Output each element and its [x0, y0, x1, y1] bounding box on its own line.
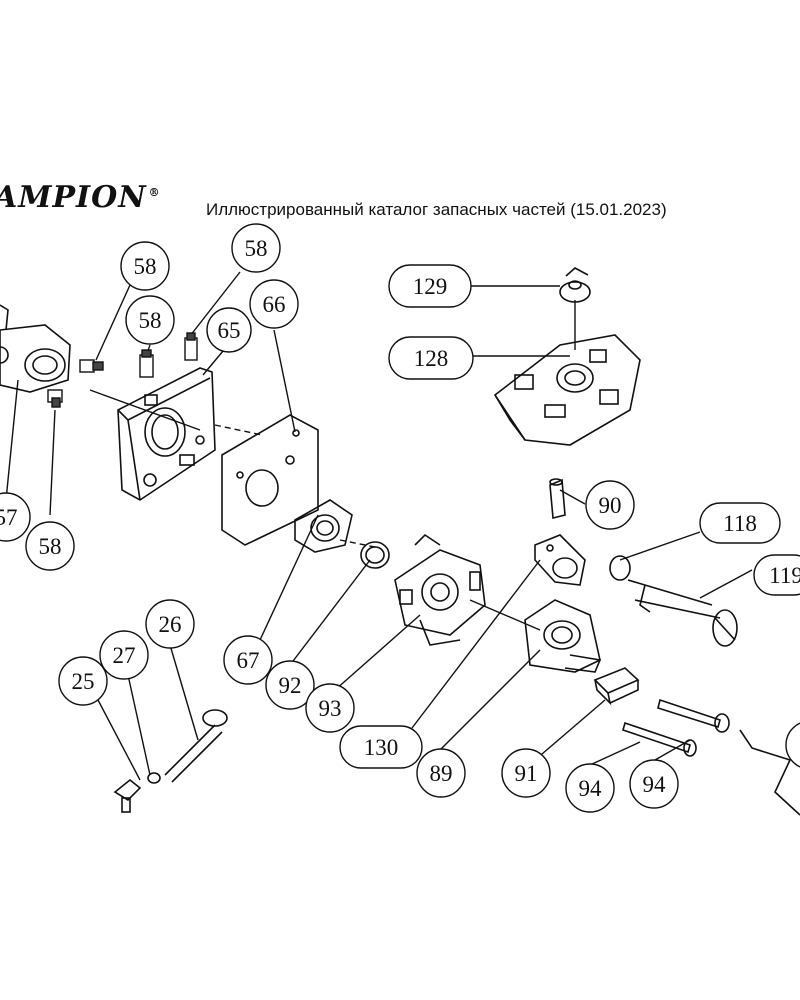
callout-27 [99, 630, 149, 680]
brand-logo: AMPION® [0, 180, 161, 215]
callout-93-label: 93 [319, 696, 342, 721]
callout-130-label: 130 [364, 735, 399, 760]
callout-25 [58, 656, 108, 706]
gasket-66 [221, 414, 319, 546]
callout-25-label: 25 [72, 669, 95, 694]
callout-58-b-label: 58 [139, 308, 162, 333]
callout-26 [145, 599, 195, 649]
bolt-94 [622, 698, 730, 757]
pipe-90 [549, 478, 566, 520]
callout-94-b [629, 759, 679, 809]
nut-129 [559, 267, 591, 303]
callout-58-e-label: 58 [39, 534, 62, 559]
callout-119-label: 119 [769, 563, 800, 588]
foam-91 [593, 667, 640, 706]
bolt-58 [47, 332, 198, 408]
callout-67 [223, 635, 273, 685]
callout-57 [0, 492, 31, 542]
callout-92 [265, 660, 315, 710]
callout-65 [206, 307, 252, 353]
callout-93 [305, 683, 355, 733]
brand-text: AMPION [0, 180, 147, 215]
callout-94-b-label: 94 [643, 772, 667, 797]
choke-lever [609, 555, 738, 647]
callout-94-a-label: 94 [579, 776, 603, 801]
callout-89-label: 89 [430, 761, 453, 786]
callout-65-label: 65 [218, 318, 241, 343]
insulator-67 [294, 499, 353, 553]
callout-128-label: 128 [414, 346, 449, 371]
flange-130 [534, 534, 586, 586]
callout-67-label: 67 [237, 648, 260, 673]
callout-89 [416, 748, 466, 798]
callout-58-c [231, 223, 281, 273]
callout-27-label: 27 [113, 643, 136, 668]
callout-26-label: 26 [159, 612, 182, 637]
cylinder-housing [0, 304, 71, 393]
catalog-title: Иллюстрированный каталог запасных частей… [206, 200, 667, 219]
carburetor-93 [394, 533, 486, 646]
oring-92 [360, 541, 390, 569]
throttle-rod [739, 729, 800, 816]
callout-129 [388, 264, 472, 308]
callout-66-label: 66 [263, 292, 286, 317]
callout-128 [388, 336, 474, 380]
mount-plate [117, 367, 216, 501]
registered-mark: ® [148, 186, 161, 199]
callout-119 [753, 554, 800, 596]
fuel-hose [113, 709, 228, 813]
callout-92-label: 92 [279, 673, 302, 698]
callout-57-label: 57 [0, 505, 18, 530]
callout-58-c-label: 58 [245, 236, 268, 261]
callout-90 [585, 480, 635, 530]
adapter-89 [524, 599, 602, 673]
filter-cover-128 [493, 334, 641, 446]
callout-90-label: 90 [599, 493, 622, 518]
callout-58-e [25, 521, 75, 571]
callout-129-label: 129 [413, 274, 448, 299]
callout-118 [699, 502, 781, 544]
callout-130 [339, 725, 423, 769]
callout-91 [501, 748, 551, 798]
callout-58-a-label: 58 [134, 254, 157, 279]
callout-66 [249, 279, 299, 329]
callout-118-label: 118 [723, 511, 757, 536]
callout-58-b [125, 295, 175, 345]
callout-edge [785, 722, 800, 768]
callout-91-label: 91 [515, 761, 538, 786]
callout-58-a [120, 241, 170, 291]
callout-94-a [565, 763, 615, 813]
